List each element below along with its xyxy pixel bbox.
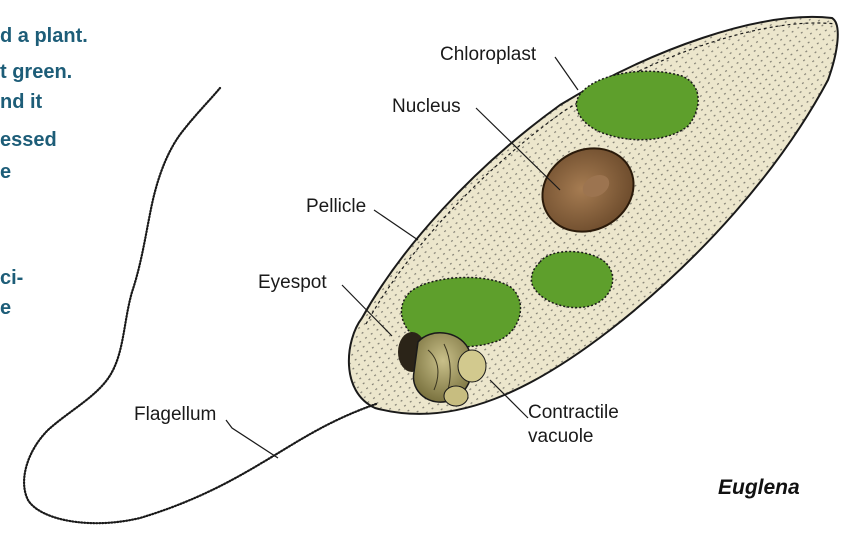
contractile-vacuole-label-line2: vacuole [528,426,594,448]
flagellum-shape [24,88,376,523]
eyespot-label: Eyespot [258,272,327,294]
pellicle-label: Pellicle [306,196,366,218]
nucleus-label: Nucleus [392,96,461,118]
species-name: Euglena [718,476,800,500]
contractile-vacuole-label-line1: Contractile [528,402,619,424]
chloroplast-shape [576,71,698,139]
flagellum-label: Flagellum [134,404,216,426]
chloroplast-label: Chloroplast [440,44,536,66]
